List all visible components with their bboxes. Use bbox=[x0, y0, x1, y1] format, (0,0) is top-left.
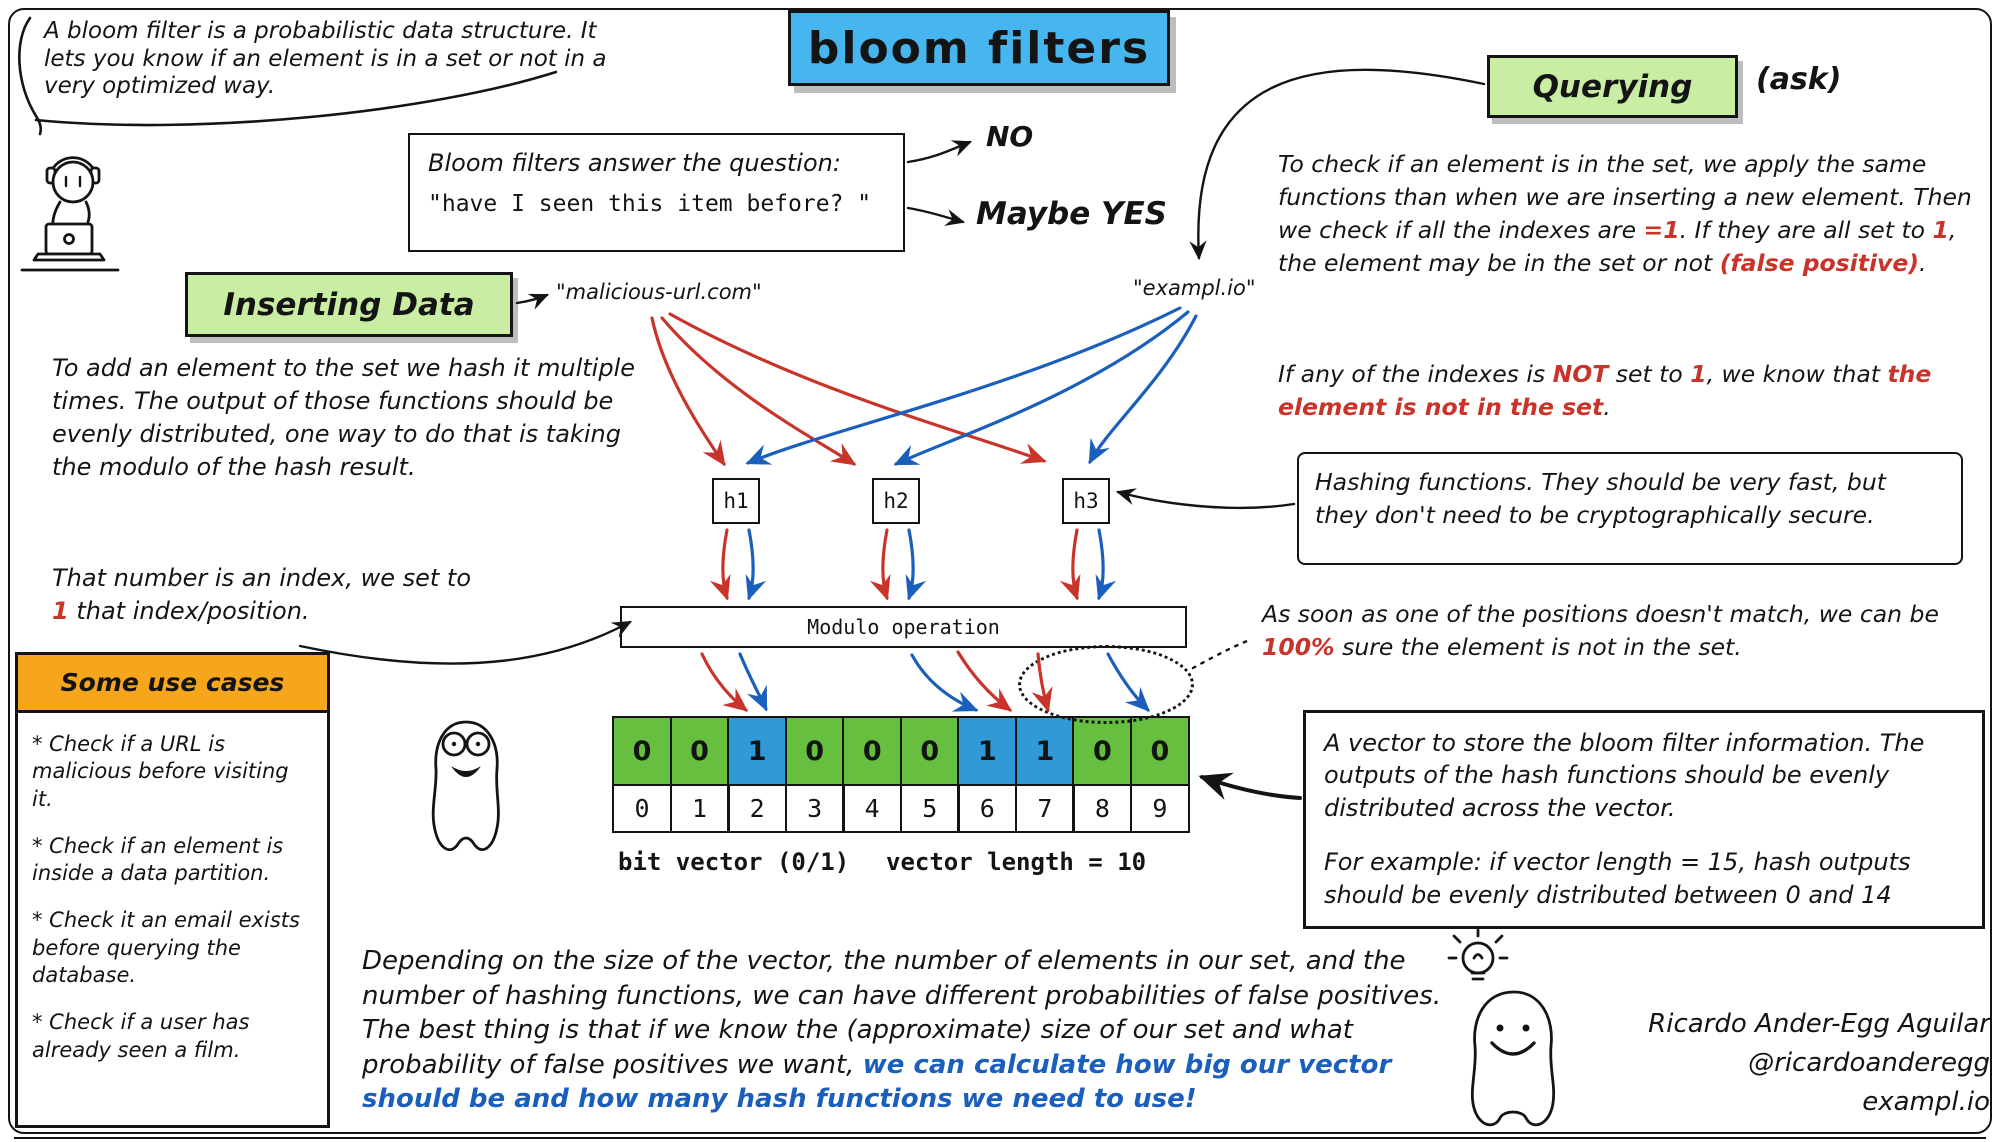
use-cases-list: * Check if a URL is malicious before vis… bbox=[18, 713, 327, 1102]
malicious-url-label: "malicious-url.com" bbox=[556, 280, 762, 304]
use-cases-header: Some use cases bbox=[18, 655, 327, 713]
index-paragraph: That number is an index, we set to 1 tha… bbox=[52, 562, 482, 628]
ask-label: (ask) bbox=[1756, 62, 1842, 97]
index-cell: 7 bbox=[1014, 783, 1075, 833]
question-line1: Bloom filters answer the question: bbox=[428, 149, 841, 177]
add-element-text: To add an element to the set we hash it … bbox=[52, 354, 635, 482]
bit-cell: 1 bbox=[727, 716, 788, 786]
querying-box: Querying bbox=[1487, 55, 1738, 118]
vector-info-para2: For example: if vector length = 15, hash… bbox=[1324, 848, 1911, 909]
title-box: bloom filters bbox=[788, 10, 1170, 86]
index-cell: 0 bbox=[612, 783, 673, 833]
intro-text: A bloom filter is a probabilistic data s… bbox=[44, 18, 610, 101]
hashing-functions-note: Hashing functions. They should be very f… bbox=[1297, 452, 1963, 565]
index-cell: 1 bbox=[669, 783, 730, 833]
bit-cell: 0 bbox=[669, 716, 730, 786]
index-cell: 5 bbox=[899, 783, 960, 833]
bit-cell: 1 bbox=[1014, 716, 1075, 786]
question-line2: "have I seen this item before? " bbox=[428, 191, 872, 217]
text-segment: . bbox=[1603, 392, 1611, 421]
modulo-label: Modulo operation bbox=[807, 615, 1000, 639]
author-site: exampl.io bbox=[1862, 1087, 1990, 1117]
inserting-data-label: Inserting Data bbox=[223, 286, 475, 323]
not-set-paragraph: If any of the indexes is NOT set to 1, w… bbox=[1278, 358, 1968, 424]
use-cases-box: Some use cases * Check if a URL is malic… bbox=[15, 652, 330, 1128]
highlight-calculate: we can calculate how big our vector shou… bbox=[362, 1049, 1392, 1115]
bottom-paragraph: Depending on the size of the vector, the… bbox=[362, 944, 1484, 1117]
bit-cell: 0 bbox=[612, 716, 673, 786]
modulo-operation-box: Modulo operation bbox=[620, 606, 1187, 648]
use-case-item: * Check if a user has already seen a fil… bbox=[32, 1010, 250, 1062]
highlight-100-percent: 100% bbox=[1262, 632, 1335, 661]
highlight-one: 1 bbox=[1932, 215, 1949, 244]
index-cell: 6 bbox=[957, 783, 1018, 833]
text-segment: that index/position. bbox=[68, 597, 310, 626]
hash-fn-h3: h3 bbox=[1062, 478, 1110, 524]
hash-fn-h1: h1 bbox=[712, 478, 760, 524]
index-cell: 3 bbox=[784, 783, 845, 833]
text-segment: sure the element is not in the set. bbox=[1334, 632, 1742, 661]
bit-vector-index-row: 0 1 2 3 4 5 6 7 8 9 bbox=[612, 783, 1190, 833]
example-url-label: "exampl.io" bbox=[1133, 276, 1256, 300]
outer-frame-bottom-line bbox=[14, 1137, 1986, 1139]
text-segment: As soon as one of the positions doesn't … bbox=[1262, 600, 1939, 628]
use-case-item: * Check if an element is inside a data p… bbox=[32, 833, 284, 886]
answer-no: NO bbox=[986, 120, 1034, 153]
hash-fn-h2: h2 bbox=[872, 478, 920, 524]
bit-cell: 0 bbox=[784, 716, 845, 786]
highlight-one: 1 bbox=[1690, 360, 1707, 388]
author-credits: Ricardo Ander-Egg Aguilar @ricardoandere… bbox=[1620, 1005, 1990, 1122]
bit-cell: 0 bbox=[842, 716, 903, 786]
bit-cell: 0 bbox=[899, 716, 960, 786]
bit-cell: 0 bbox=[1072, 716, 1133, 786]
index-cell: 2 bbox=[727, 783, 788, 833]
mismatch-dotted-ellipse bbox=[1018, 645, 1194, 724]
text-segment: Depending on the size of the vector, the… bbox=[362, 946, 1442, 1080]
use-case-item: * Check it an email exists before queryi… bbox=[32, 908, 300, 988]
author-name: Ricardo Ander-Egg Aguilar bbox=[1648, 1009, 1990, 1039]
highlight-not-in-set: the element is not in the set bbox=[1278, 360, 1932, 421]
use-cases-title: Some use cases bbox=[60, 668, 285, 697]
vector-length-label: vector length = 10 bbox=[886, 848, 1147, 876]
highlight-not: NOT bbox=[1552, 360, 1609, 388]
text-segment: That number is an index, we set to bbox=[52, 564, 472, 592]
bit-vector-label: bit vector (0/1) bbox=[618, 848, 850, 876]
hashing-note-text: Hashing functions. They should be very f… bbox=[1315, 468, 1886, 529]
highlight-one: 1 bbox=[52, 597, 69, 626]
add-element-paragraph: To add an element to the set we hash it … bbox=[52, 352, 638, 484]
vector-info-para1: A vector to store the bloom filter infor… bbox=[1324, 729, 1925, 822]
querying-paragraph: To check if an element is in the set, we… bbox=[1278, 148, 1980, 280]
question-box: Bloom filters answer the question: "have… bbox=[408, 133, 905, 252]
use-case-item: * Check if a URL is malicious before vis… bbox=[32, 732, 289, 811]
intro-text-content: A bloom filter is a probabilistic data s… bbox=[44, 18, 607, 100]
bit-cell: 0 bbox=[1129, 716, 1190, 786]
inserting-data-box: Inserting Data bbox=[185, 272, 513, 337]
highlight-false-positive: (false positive) bbox=[1719, 248, 1919, 277]
bit-vector-values-row: 0 0 1 0 0 0 1 1 0 0 bbox=[612, 716, 1190, 786]
answer-maybe-yes: Maybe YES bbox=[976, 196, 1167, 232]
bit-cell: 1 bbox=[957, 716, 1018, 786]
index-cell: 8 bbox=[1072, 783, 1133, 833]
as-soon-paragraph: As soon as one of the positions doesn't … bbox=[1262, 598, 1968, 664]
outer-frame bbox=[8, 8, 1992, 1134]
page-title: bloom filters bbox=[807, 22, 1151, 74]
text-segment: set to bbox=[1608, 360, 1691, 388]
querying-label: Querying bbox=[1532, 68, 1693, 105]
index-cell: 9 bbox=[1129, 783, 1190, 833]
vector-info-box: A vector to store the bloom filter infor… bbox=[1303, 710, 1985, 929]
index-cell: 4 bbox=[842, 783, 903, 833]
text-segment: If any of the indexes is bbox=[1278, 360, 1553, 388]
text-segment: . bbox=[1919, 248, 1927, 277]
highlight-eq1: =1 bbox=[1643, 215, 1680, 244]
author-handle: @ricardoanderegg bbox=[1748, 1048, 1990, 1078]
text-segment: . If they are all set to bbox=[1679, 215, 1933, 244]
text-segment: , we know that bbox=[1706, 360, 1888, 388]
